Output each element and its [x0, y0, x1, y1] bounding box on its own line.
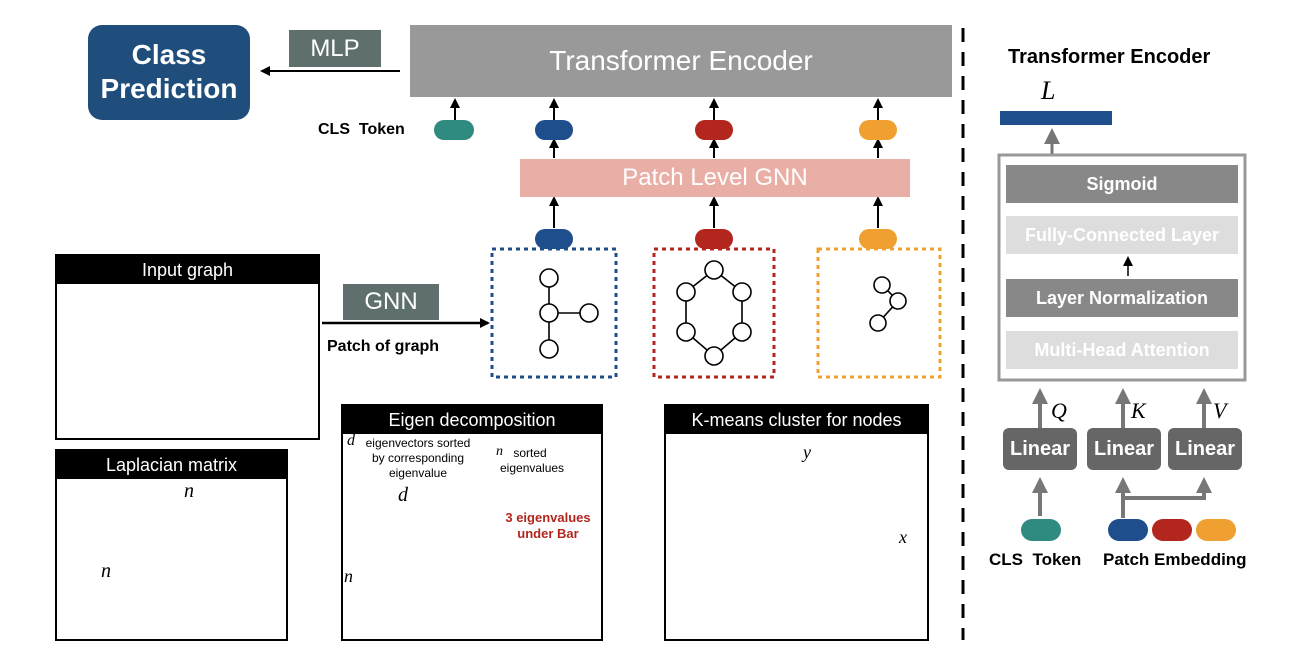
right-title: Transformer Encoder [1008, 46, 1211, 68]
eigenvalue-text: sorted eigenvalues [500, 446, 565, 476]
patch-box-blue [490, 247, 618, 379]
eigval-line1: sorted [513, 446, 547, 460]
patch-graph-2 [676, 260, 752, 366]
fc-layer: Fully-Connected Layer [1006, 216, 1238, 254]
mha-layer: Multi-Head Attention [1006, 331, 1238, 369]
laplacian-n-top: n [184, 480, 194, 502]
transformer-encoder-box: Transformer Encoder [410, 25, 952, 97]
cls-token-label-right: CLS Token [989, 550, 1082, 569]
patch-of-graph-label: Patch of graph [327, 338, 440, 355]
eigen-panel: Eigen decomposition [341, 404, 603, 641]
linear-v: Linear [1168, 428, 1242, 470]
layer-norm: Layer Normalization [1006, 279, 1238, 317]
eigval-line2: eigenvalues [500, 461, 565, 475]
laplacian-panel: Laplacian matrix [55, 449, 288, 641]
eigvec-line3: eigenvalue [388, 466, 448, 480]
kmeans-title: K-means cluster for nodes [666, 406, 927, 434]
token-pill-red [695, 120, 733, 140]
encoder-block [997, 153, 1247, 382]
kmeans-y-label: y [803, 442, 811, 462]
class-prediction-line1: Class [131, 39, 207, 70]
eigen-d-arrow-label: d [398, 484, 408, 506]
cls-token-label: CLS Token [318, 121, 405, 138]
eigvec-line1: eigenvectors sorted [365, 436, 471, 450]
token-pill-orange [859, 120, 897, 140]
bar-note-line1: 3 eigenvalues [505, 510, 591, 525]
laplacian-title: Laplacian matrix [57, 451, 286, 479]
output-L-label: L [1041, 76, 1056, 105]
kmeans-panel: K-means cluster for nodes [664, 404, 929, 641]
patch-box-red [652, 247, 776, 379]
patch-graph-3 [869, 276, 907, 332]
linear-k: Linear [1087, 428, 1161, 470]
mlp-box: MLP [289, 30, 381, 67]
cls-token-pill [434, 120, 474, 140]
eigen-n-side-label: n [344, 566, 353, 586]
kmeans-x-label: x [899, 527, 907, 547]
class-prediction-line2: Prediction [100, 73, 238, 104]
eigen-d-symbol: d [347, 432, 355, 449]
bar-note-line2: under Bar [517, 526, 579, 541]
input-graph-title: Input graph [57, 256, 318, 284]
k-label: K [1131, 398, 1146, 423]
laplacian-n-side: n [101, 560, 111, 582]
patch-level-gnn-box: Patch Level GNN [520, 159, 910, 197]
input-graph-panel: Input graph [55, 254, 320, 440]
eigvec-line2: by corresponding [371, 451, 465, 465]
patch-embedding-label: Patch Embedding [1103, 550, 1247, 569]
v-label: V [1213, 398, 1227, 423]
sigmoid-layer: Sigmoid [1006, 165, 1238, 203]
token-pill-blue [535, 120, 573, 140]
bar-note: 3 eigenvalues under Bar [496, 510, 600, 542]
output-bar-L [1000, 111, 1112, 125]
q-label: Q [1051, 398, 1067, 423]
gnn-box: GNN [343, 284, 439, 320]
class-prediction-box: Class Prediction [88, 25, 250, 120]
eigen-title: Eigen decomposition [343, 406, 601, 434]
linear-q: Linear [1003, 428, 1077, 470]
cls-token-pill-right [1021, 519, 1061, 541]
eigenvector-text: eigenvectors sorted by corresponding eig… [356, 436, 480, 481]
eigen-n-symbol: n [496, 444, 503, 459]
patch-box-orange [816, 247, 942, 379]
patch-graph-1 [539, 268, 599, 359]
